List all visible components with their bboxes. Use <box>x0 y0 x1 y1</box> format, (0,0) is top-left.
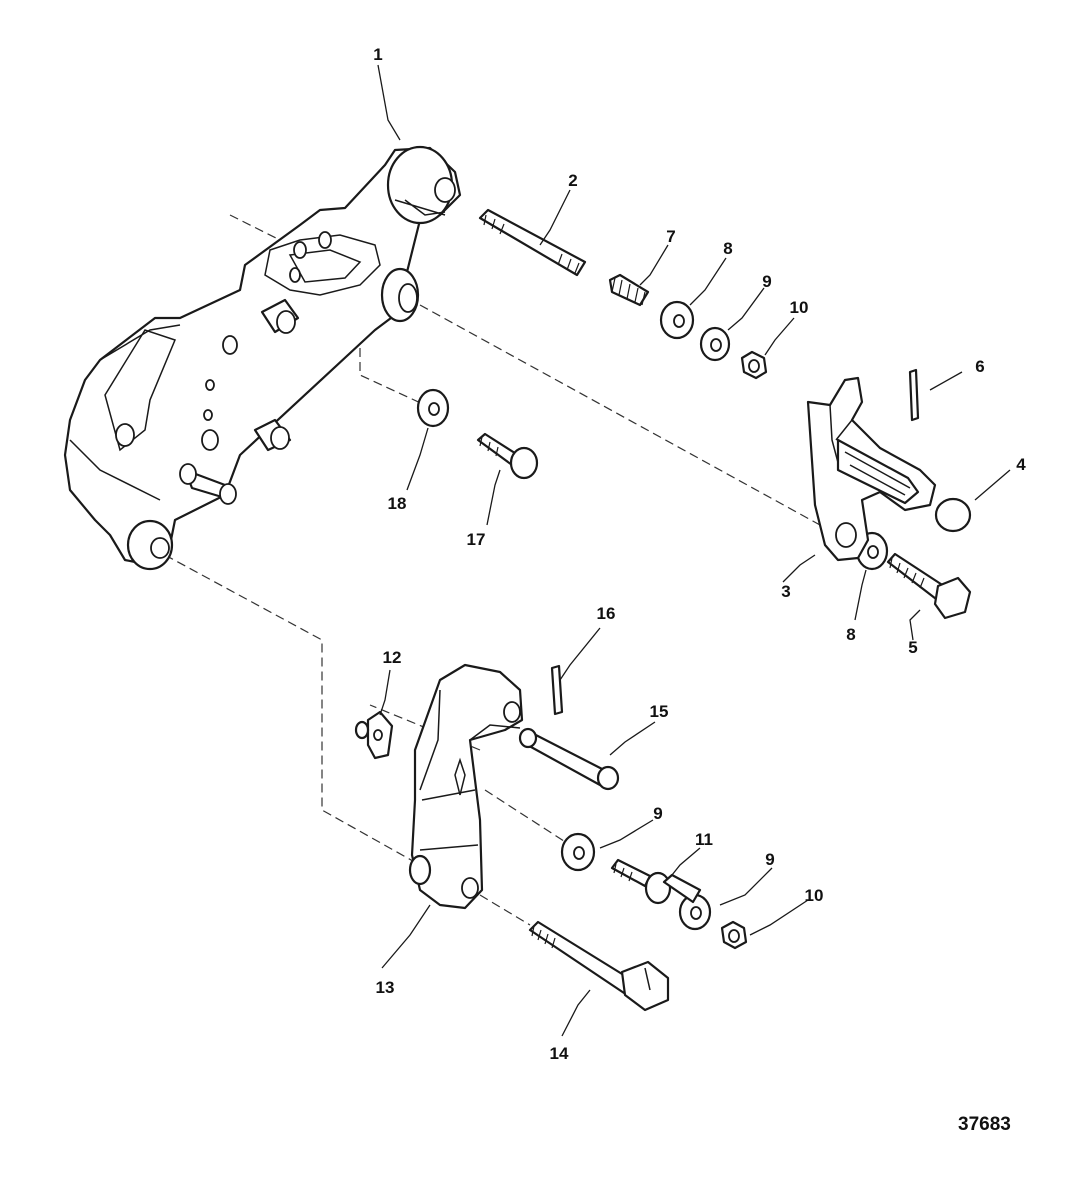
callout-9: 9 <box>762 272 771 291</box>
main-bracket <box>63 145 462 571</box>
callout-14: 14 <box>550 1044 569 1063</box>
callout-12: 12 <box>383 648 402 667</box>
lower-lever <box>408 663 524 910</box>
cotter-pin-lower <box>550 664 564 716</box>
spring <box>608 273 650 307</box>
callout-labels: 1 2 7 8 9 10 6 4 18 17 3 8 5 16 12 15 9 … <box>373 45 1026 1063</box>
bolt-lower <box>528 920 670 1012</box>
callout-15: 15 <box>650 702 669 721</box>
callout-4: 4 <box>1016 455 1026 474</box>
clevis-pin <box>518 727 620 791</box>
stud <box>478 208 587 277</box>
callout-10-lower: 10 <box>805 886 824 905</box>
callout-9-lower: 9 <box>765 850 774 869</box>
leader-lines <box>377 64 1011 1037</box>
callout-9-mid: 9 <box>653 804 662 823</box>
bolt-upper <box>886 552 972 620</box>
callout-10: 10 <box>790 298 809 317</box>
lock-nuts <box>720 350 768 950</box>
washers <box>416 300 889 931</box>
cotter-pin-upper <box>908 368 920 422</box>
retaining-clip <box>354 710 394 760</box>
callout-7: 7 <box>666 227 675 246</box>
callout-5: 5 <box>908 638 917 657</box>
shift-lever <box>806 376 972 562</box>
callout-13: 13 <box>376 978 395 997</box>
callout-18: 18 <box>388 494 407 513</box>
callout-2: 2 <box>568 171 577 190</box>
callout-1: 1 <box>373 45 382 64</box>
callout-6: 6 <box>975 357 984 376</box>
callout-8-lower: 8 <box>846 625 855 644</box>
figure-number: 37683 <box>958 1114 1011 1135</box>
callout-8: 8 <box>723 239 732 258</box>
callout-11: 11 <box>695 830 713 849</box>
shoulder-screw <box>610 858 702 905</box>
callout-3: 3 <box>781 582 790 601</box>
callout-17: 17 <box>467 530 486 549</box>
callout-16: 16 <box>597 604 616 623</box>
screw-small <box>476 432 539 480</box>
